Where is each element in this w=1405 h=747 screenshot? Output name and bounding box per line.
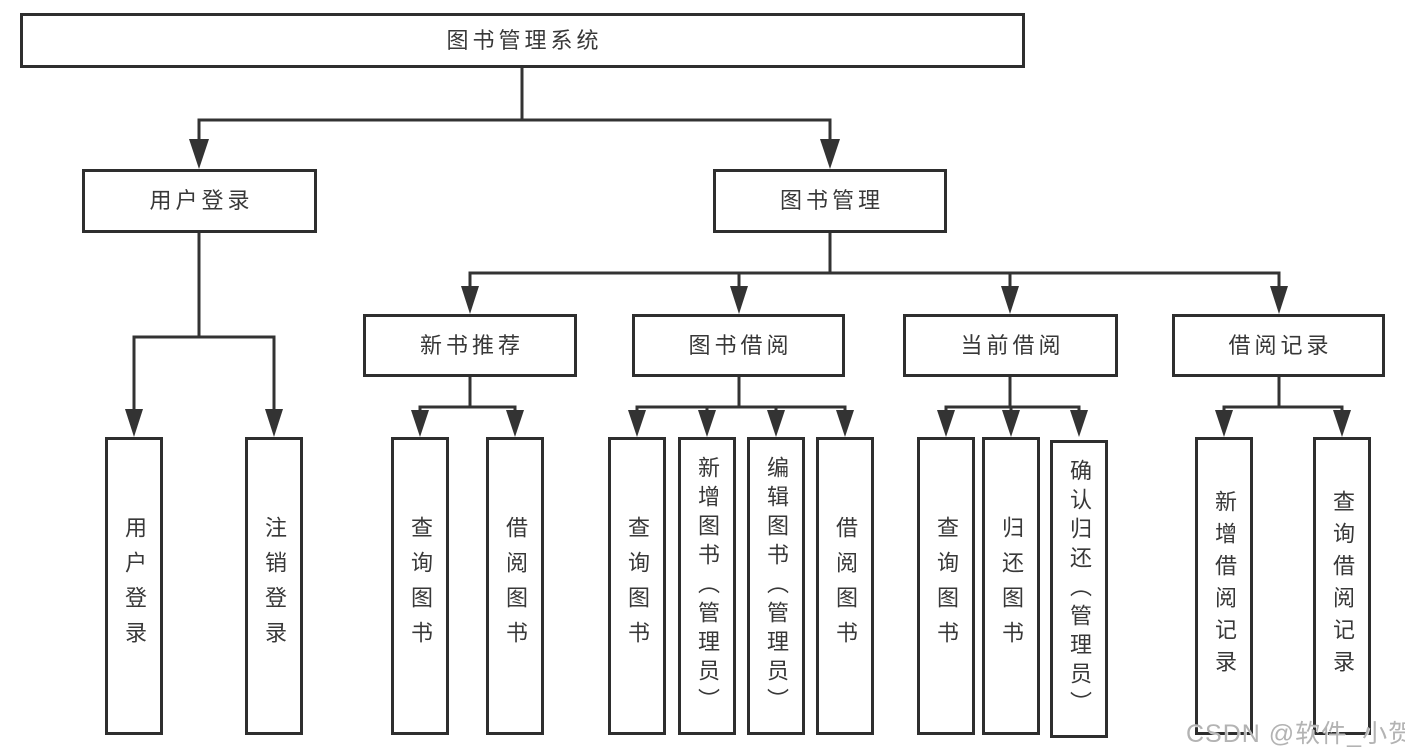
leaf-query-books-2: 查询图书	[608, 437, 666, 735]
connector-root-to-level1	[189, 66, 840, 169]
node-library-system-label: 图书管理系统	[446, 27, 603, 53]
leaf-query-books-2-label: 查询图书	[625, 516, 650, 656]
leaf-query-books-3: 查询图书	[917, 437, 975, 735]
leaf-logout-label: 注销登录	[262, 516, 287, 656]
node-borrow-records: 借阅记录	[1172, 314, 1385, 377]
node-new-book-recommend: 新书推荐	[363, 314, 577, 377]
node-book-borrow: 图书借阅	[632, 314, 845, 377]
node-user-login-label: 用户登录	[149, 188, 254, 213]
connector-current-borrow-children	[937, 375, 1088, 437]
node-book-management: 图书管理	[713, 169, 947, 233]
node-borrow-records-label: 借阅记录	[1228, 332, 1333, 358]
leaf-borrow-books-1-label: 借阅图书	[503, 516, 528, 656]
connector-user-login-children	[125, 231, 283, 437]
leaf-query-books-1-label: 查询图书	[408, 516, 433, 656]
node-book-borrow-label: 图书借阅	[688, 332, 793, 358]
node-new-book-recommend-label: 新书推荐	[419, 332, 524, 358]
leaf-return-books: 归还图书	[982, 437, 1040, 735]
node-library-system: 图书管理系统	[20, 13, 1025, 68]
leaf-add-borrow-record: 新增借阅记录	[1195, 437, 1253, 735]
leaf-add-borrow-record-label: 新增借阅记录	[1212, 490, 1237, 682]
leaf-query-books-1: 查询图书	[391, 437, 449, 735]
leaf-borrow-books-1: 借阅图书	[486, 437, 544, 735]
leaf-borrow-books-2: 借阅图书	[816, 437, 874, 735]
leaf-user-login-label: 用户登录	[122, 516, 147, 656]
leaf-query-borrow-record-label: 查询借阅记录	[1330, 490, 1355, 682]
leaf-confirm-return-admin-label: 确认归还（管理员）	[1067, 458, 1092, 720]
leaf-edit-book-admin-label: 编辑图书（管理员）	[764, 455, 789, 717]
leaf-query-books-3-label: 查询图书	[934, 516, 959, 656]
node-current-borrow: 当前借阅	[903, 314, 1118, 377]
leaf-borrow-books-2-label: 借阅图书	[833, 516, 858, 656]
node-book-management-label: 图书管理	[779, 188, 884, 213]
node-current-borrow-label: 当前借阅	[960, 332, 1065, 358]
watermark: CSDN @软件_小贺同学	[1186, 720, 1405, 747]
leaf-return-books-label: 归还图书	[999, 516, 1024, 656]
leaf-query-borrow-record: 查询借阅记录	[1313, 437, 1371, 735]
leaf-add-book-admin-label: 新增图书（管理员）	[695, 455, 720, 717]
leaf-add-book-admin: 新增图书（管理员）	[678, 437, 736, 735]
node-user-login: 用户登录	[82, 169, 317, 233]
connector-book-borrow-children	[628, 375, 854, 437]
connector-new-book-children	[411, 375, 524, 437]
leaf-confirm-return-admin: 确认归还（管理员）	[1050, 440, 1108, 738]
connector-borrow-records-children	[1215, 375, 1351, 437]
leaf-edit-book-admin: 编辑图书（管理员）	[747, 437, 805, 735]
connector-book-mgmt-children	[461, 231, 1288, 314]
leaf-logout: 注销登录	[245, 437, 303, 735]
leaf-user-login: 用户登录	[105, 437, 163, 735]
